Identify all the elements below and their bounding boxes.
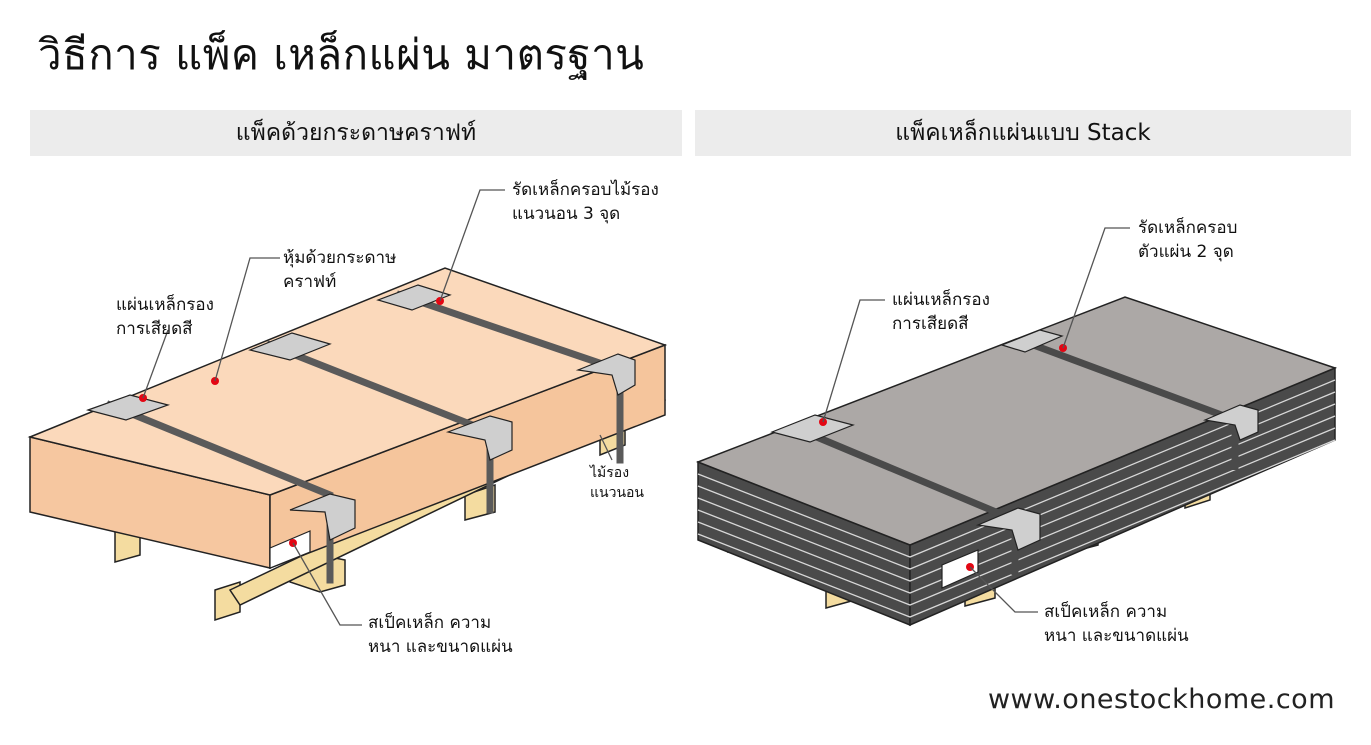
leader-line [214, 257, 280, 382]
label-protector-left: แผ่นเหล็กรอง การเสียดสี [116, 295, 214, 339]
corner-protector [1202, 404, 1259, 441]
leader-line [1062, 227, 1130, 349]
label-skid: ไม้รอง แนวนอน [590, 465, 645, 501]
leader-line [292, 542, 362, 626]
right-panel-heading: แพ็คเหล็กแผ่นแบบ Stack [695, 110, 1351, 156]
corner-protector [85, 284, 636, 541]
corner-protector [770, 414, 855, 443]
corner-protector [1000, 329, 1064, 353]
label-kraft-wrap: หุ้มด้วยกระดาษ คราฟท์ [283, 248, 397, 292]
label-tag-left: สเป็คเหล็ก ความ หนา และขนาดแผ่น [368, 613, 513, 657]
label-strap-right: รัดเหล็กครอบ ตัวแผ่น 2 จุด [1138, 218, 1238, 262]
label-protector-right: แผ่นเหล็กรอง การเสียดสี [892, 290, 990, 334]
spec-tag [941, 549, 979, 589]
website-url: www.onestockhome.com [987, 684, 1335, 715]
leader-line [969, 566, 1038, 613]
left-panel-heading: แพ็คด้วยกระดาษคราฟท์ [30, 110, 682, 156]
kraft-pack-illustration [27, 189, 668, 626]
label-strap-left: รัดเหล็กครอบไม้รอง แนวนอน 3 จุด [512, 180, 659, 224]
label-tag-right: สเป็คเหล็ก ความ หนา และขนาดแผ่น [1044, 602, 1189, 646]
leader-line [822, 299, 885, 423]
stack-pack-illustration [695, 227, 1338, 627]
leader-line [439, 189, 505, 302]
stack-top [695, 296, 1338, 546]
sheet-layers [697, 379, 1336, 618]
leader-line [142, 329, 169, 399]
spec-tag [269, 530, 311, 569]
leader-line [599, 434, 613, 461]
corner-protector [975, 507, 1041, 551]
page-title: วิธีการ แพ็ค เหล็กแผ่น มาตรฐาน [38, 30, 645, 79]
